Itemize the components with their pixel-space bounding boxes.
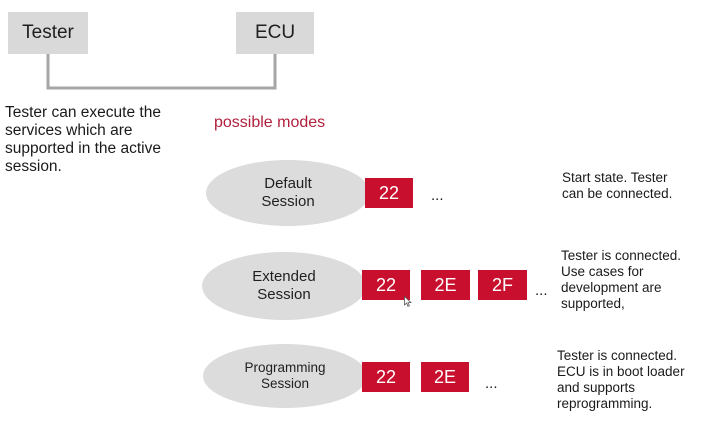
service-22-box: 22	[362, 362, 410, 392]
service-id-label: 2F	[491, 274, 513, 295]
service-22-box: 22	[362, 270, 410, 300]
extended-session-ellipse: Extended Session	[202, 252, 366, 320]
note-line: development are	[561, 280, 662, 295]
note-line: supported,	[561, 296, 625, 311]
more-services-ellipsis: ...	[485, 375, 498, 392]
tester-box: Tester	[8, 12, 88, 54]
connector-line	[46, 53, 277, 90]
default-session-note: Start state. Tester can be connected.	[562, 170, 672, 202]
note-line: Start state. Tester	[562, 170, 668, 185]
more-services-ellipsis: ...	[431, 187, 444, 204]
service-id-label: 22	[378, 182, 400, 203]
extended-session-label-line2: Session	[257, 286, 311, 303]
note-line: reprogramming.	[557, 396, 653, 411]
extended-session-note: Tester is connected. Use cases for devel…	[561, 248, 681, 312]
service-2e-box: 2E	[421, 362, 469, 392]
possible-modes-heading: possible modes	[214, 114, 326, 131]
programming-session-note: Tester is connected. ECU is in boot load…	[557, 348, 685, 412]
service-id-label: 22	[375, 274, 397, 295]
service-id-label: 22	[375, 366, 397, 387]
programming-session-ellipse: Programming Session	[203, 344, 367, 408]
default-session-label-line2: Session	[261, 193, 315, 210]
service-2f-box: 2F	[478, 270, 527, 300]
note-line: ECU is in boot loader	[557, 364, 685, 379]
note-line: Tester is connected.	[561, 248, 682, 263]
default-session-label-line1: Default	[264, 175, 312, 192]
note-line: Use cases for	[561, 264, 644, 279]
note-line: and supports	[557, 380, 636, 395]
note-line: Tester is connected.	[557, 348, 678, 363]
mouse-cursor-icon	[404, 296, 412, 307]
default-session-ellipse: Default Session	[206, 160, 370, 226]
note-line: can be connected.	[562, 186, 673, 201]
extended-session-label-line1: Extended	[252, 268, 316, 285]
service-2e-box: 2E	[421, 270, 470, 300]
programming-session-label-line1: Programming	[244, 360, 326, 375]
intro-text: Tester can execute the services which ar…	[5, 104, 161, 175]
more-services-ellipsis: ...	[535, 282, 548, 299]
ecu-box: ECU	[236, 12, 314, 54]
service-id-label: 2E	[433, 366, 457, 387]
tester-label: Tester	[22, 22, 74, 43]
service-22-box: 22	[365, 178, 413, 208]
programming-session-label-line2: Session	[260, 376, 310, 391]
service-id-label: 2E	[434, 274, 457, 295]
ecu-label: ECU	[254, 22, 296, 43]
